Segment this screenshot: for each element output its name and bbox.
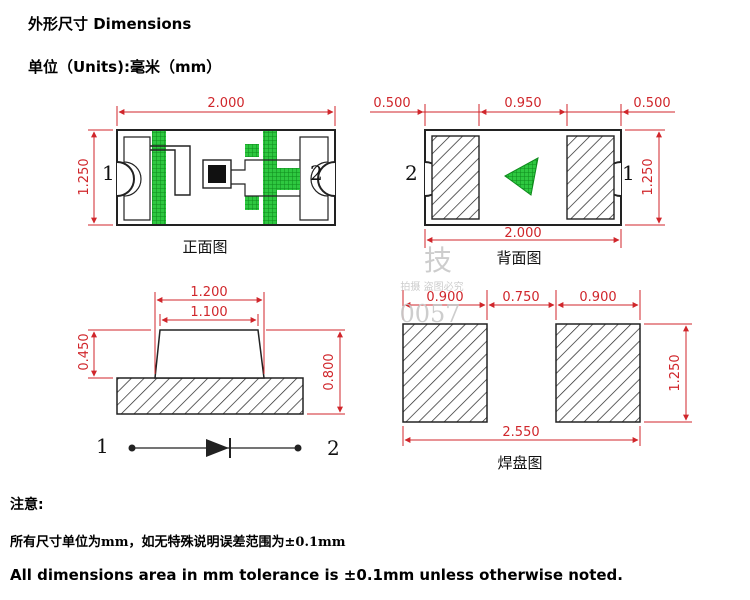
- side-total-height-dim: 0.800: [322, 353, 337, 390]
- back-pad-right: [566, 135, 615, 220]
- side-view: 1.200 1.100 0.450 0.800: [77, 285, 345, 415]
- front-view: 1 2 2.000 1.250 正面图: [77, 96, 336, 256]
- back-pin-right: 1: [622, 161, 635, 185]
- notes-label: 注意:: [10, 497, 44, 513]
- side-base: [116, 377, 304, 415]
- page-title: 外形尺寸 Dimensions: [28, 15, 192, 33]
- symbol-pin-right: 2: [327, 436, 340, 460]
- pad-dim-left: 0.900: [426, 290, 463, 305]
- back-view-caption: 背面图: [496, 249, 541, 267]
- back-view: 2 1 0.500 0.950 0.500 1.250 2.000 背面图: [370, 96, 675, 267]
- pad-dim-right: 0.900: [579, 290, 616, 305]
- pad-dim-mid: 0.750: [502, 290, 539, 305]
- diode-symbol: 1 2: [96, 434, 340, 460]
- pad-height-dim: 1.250: [668, 354, 683, 391]
- solder-pad-left: [402, 323, 488, 423]
- solder-pad-right: [555, 323, 641, 423]
- watermark-small: 拍摄 盗图必究: [400, 280, 463, 293]
- front-width-dim: 2.000: [207, 96, 244, 111]
- side-top-outer-dim: 1.200: [190, 285, 227, 300]
- back-dim-right: 0.500: [633, 96, 670, 111]
- front-pin-right: 2: [310, 161, 323, 185]
- back-pad-left: [431, 135, 480, 220]
- front-view-caption: 正面图: [182, 238, 227, 256]
- notes-en: All dimensions area in mm tolerance is ±…: [10, 566, 623, 584]
- front-height-dim: 1.250: [77, 158, 92, 195]
- back-height-dim: 1.250: [641, 158, 656, 195]
- pad-total-dim: 2.550: [502, 425, 539, 440]
- watermark-number: 0057: [399, 300, 460, 328]
- back-dim-mid: 0.950: [504, 96, 541, 111]
- side-lens: [154, 329, 265, 379]
- watermark-big: 技: [424, 244, 452, 277]
- side-lens-height-dim: 0.450: [77, 333, 92, 370]
- back-width-dim: 2.000: [504, 226, 541, 241]
- led-die: [208, 165, 226, 183]
- pad-view-caption: 焊盘图: [497, 454, 542, 472]
- units-label: 单位（Units):毫米（mm）: [28, 58, 222, 76]
- symbol-pin-left: 1: [96, 434, 109, 458]
- back-pin-left: 2: [405, 161, 418, 185]
- front-pin-left: 1: [102, 161, 115, 185]
- green-strip-left: [152, 131, 166, 224]
- pad-view: 0.900 0.750 0.900 1.250 2.550 焊盘图: [402, 290, 692, 472]
- polarity-triangle: [504, 157, 539, 196]
- green-strip-right: [263, 131, 277, 224]
- watermark: 技 拍摄 盗图必究 0057: [399, 244, 463, 328]
- back-dim-left: 0.500: [373, 96, 410, 111]
- notes-cn: 所有尺寸单位为mm，如无特殊说明误差范围为±0.1mm: [10, 535, 346, 550]
- side-top-inner-dim: 1.100: [190, 305, 227, 320]
